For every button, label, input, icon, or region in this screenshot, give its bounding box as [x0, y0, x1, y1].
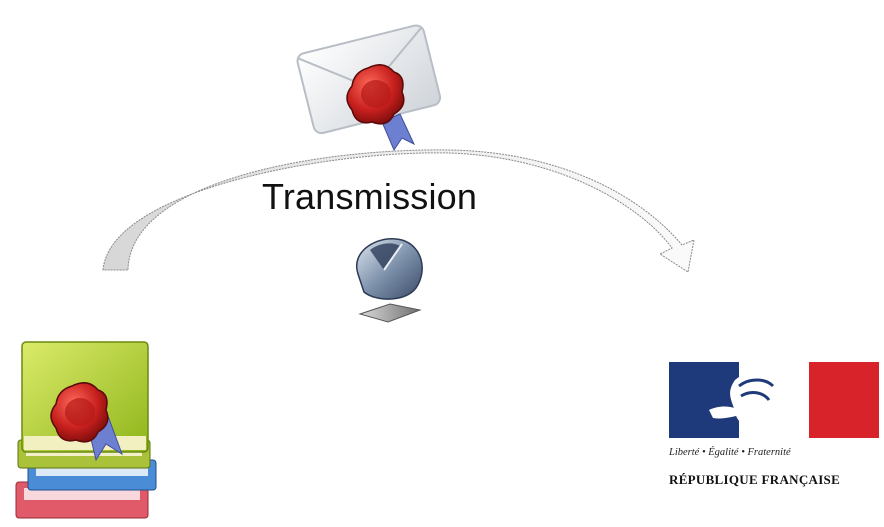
arrow-body [102, 149, 695, 273]
transmission-label: Transmission [262, 176, 478, 217]
republique-francaise-logo [669, 362, 879, 438]
logo-name: RÉPUBLIQUE FRANÇAISE [669, 472, 841, 487]
computer-mouse-icon [355, 238, 423, 323]
sealed-envelope-icon [296, 24, 442, 152]
sealed-books-icon [15, 341, 157, 519]
logo-motto: Liberté • Égalité • Fraternité [669, 447, 791, 458]
